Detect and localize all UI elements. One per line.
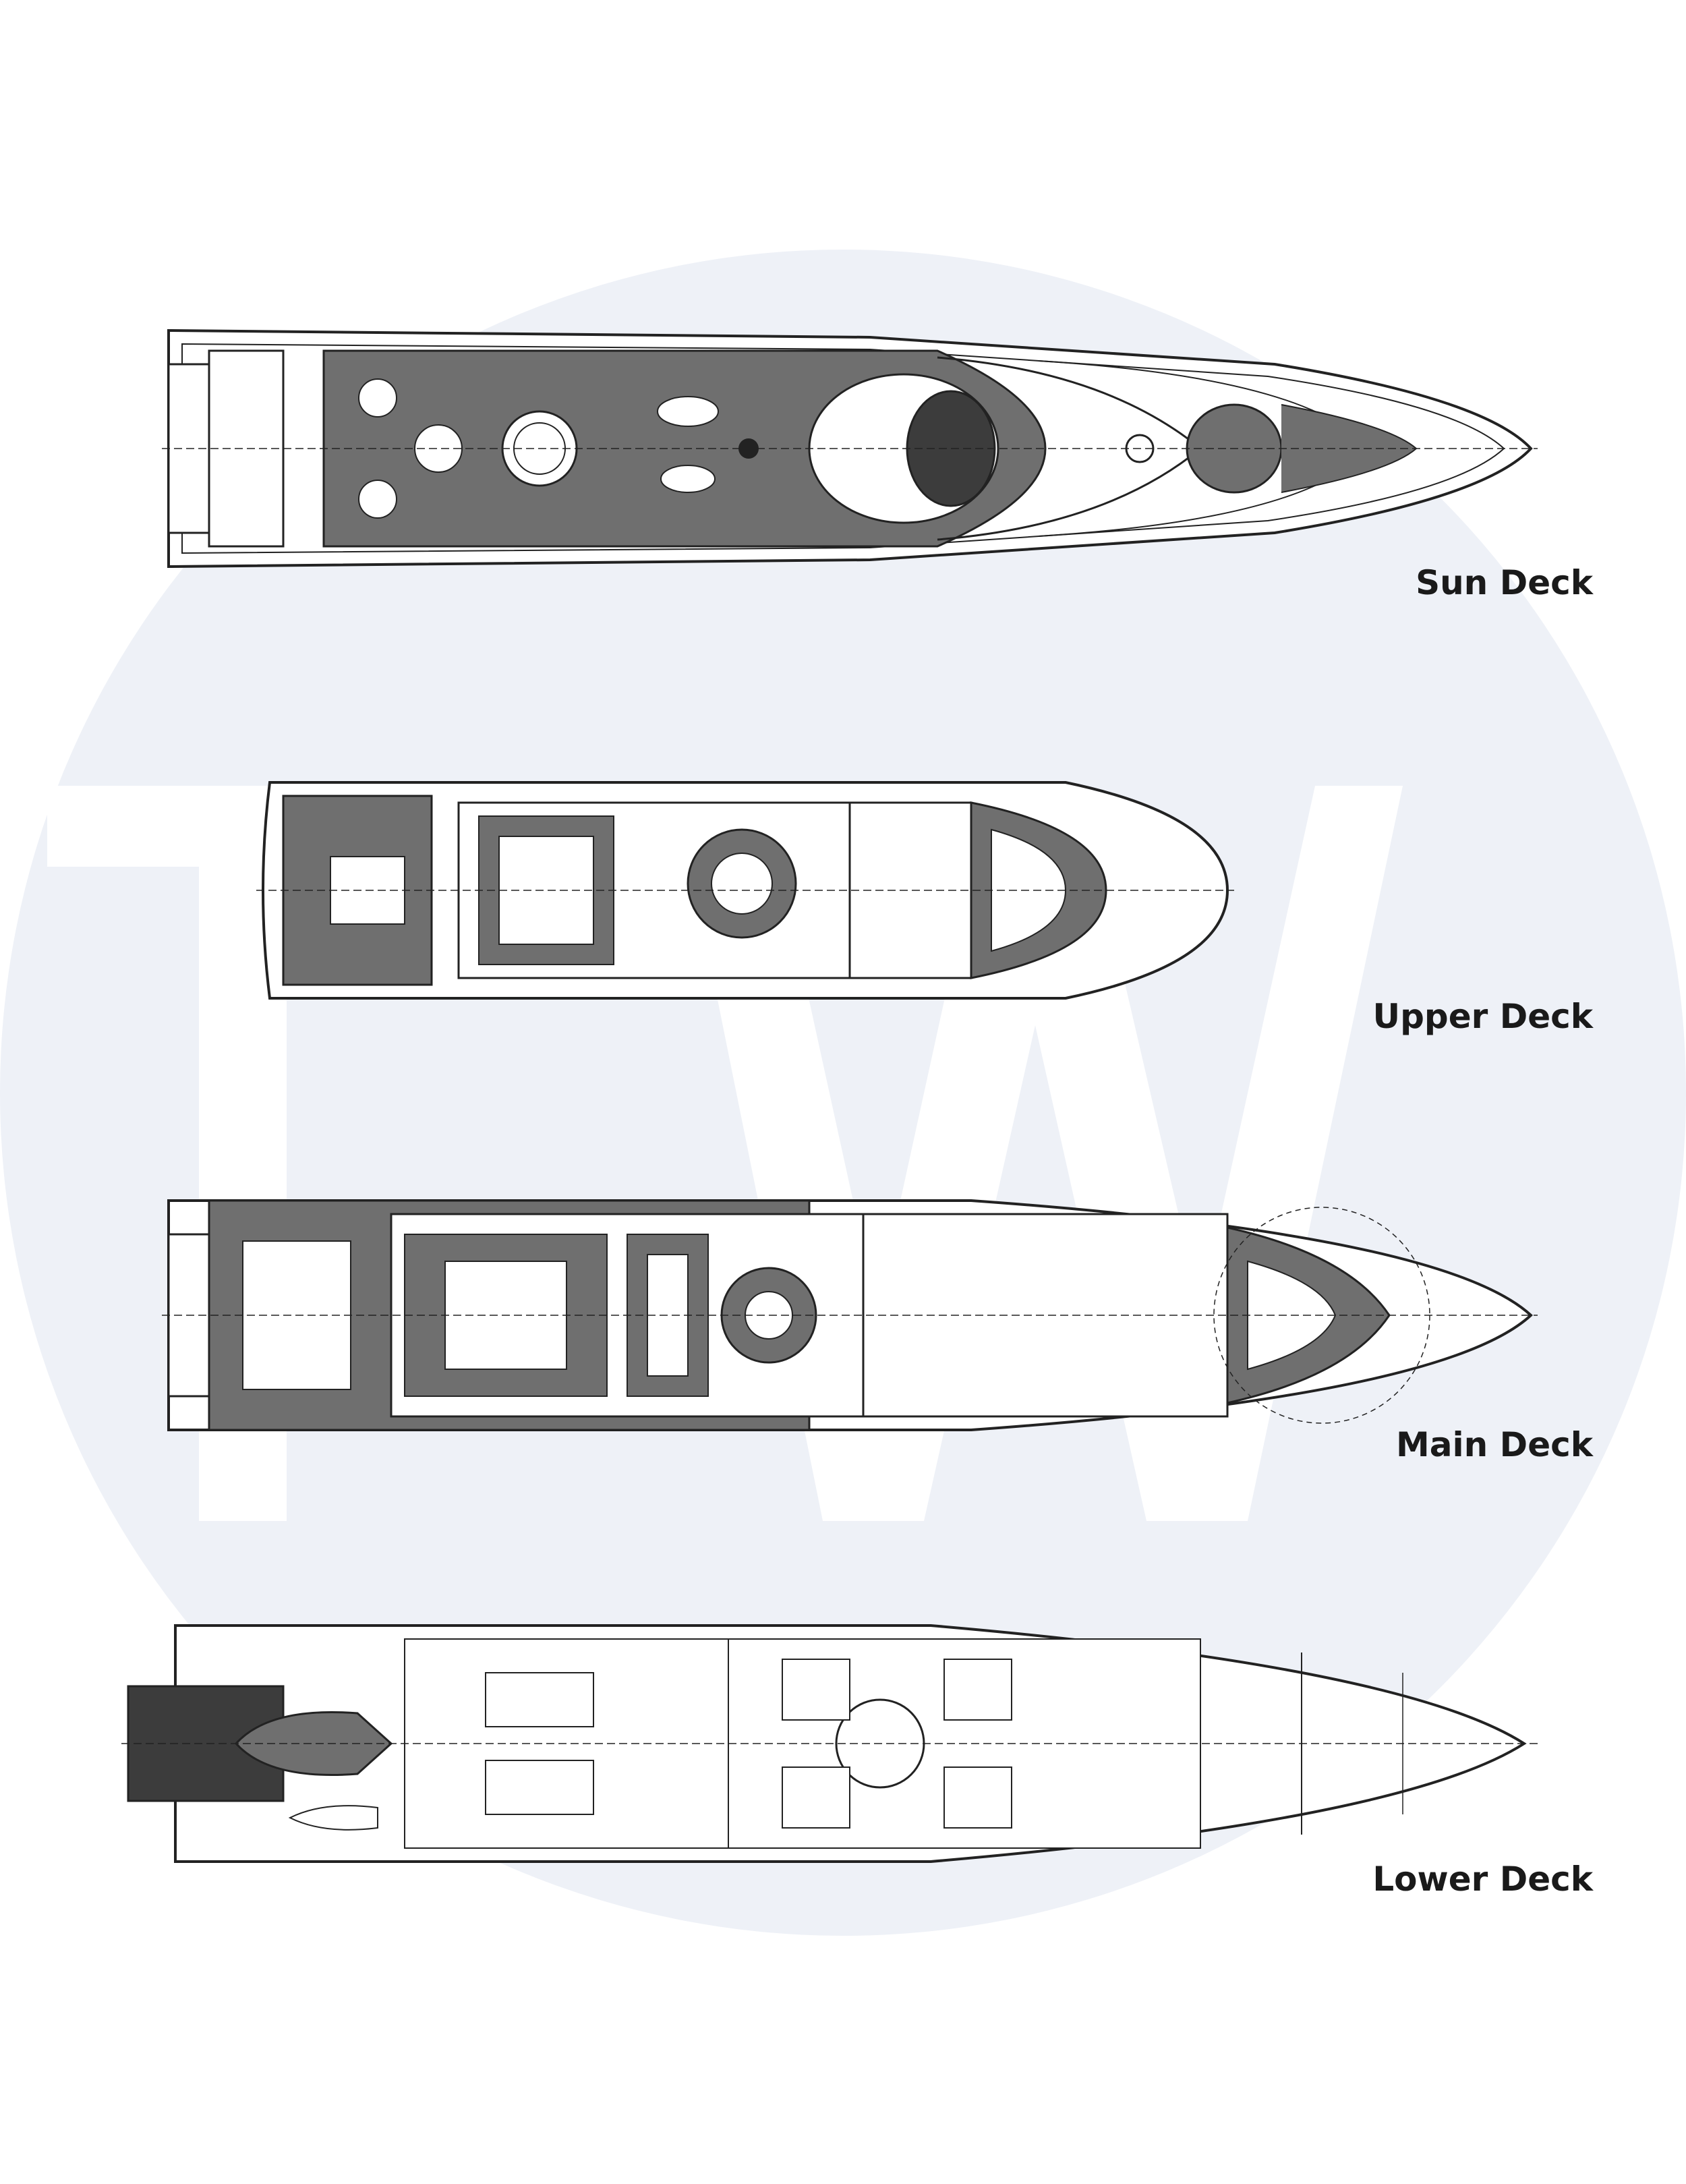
upper-deck-plan	[256, 776, 1234, 1005]
sun-deck-label: Sun Deck	[1416, 563, 1593, 602]
sun-deck-plan	[162, 324, 1538, 573]
main-deck-plan	[162, 1180, 1538, 1450]
lower-deck-plan	[121, 1619, 1538, 1868]
watermark-circle	[0, 250, 1686, 1936]
main-deck-label: Main Deck	[1396, 1425, 1593, 1464]
upper-deck-label: Upper Deck	[1372, 997, 1593, 1036]
lower-deck-label: Lower Deck	[1372, 1860, 1593, 1899]
